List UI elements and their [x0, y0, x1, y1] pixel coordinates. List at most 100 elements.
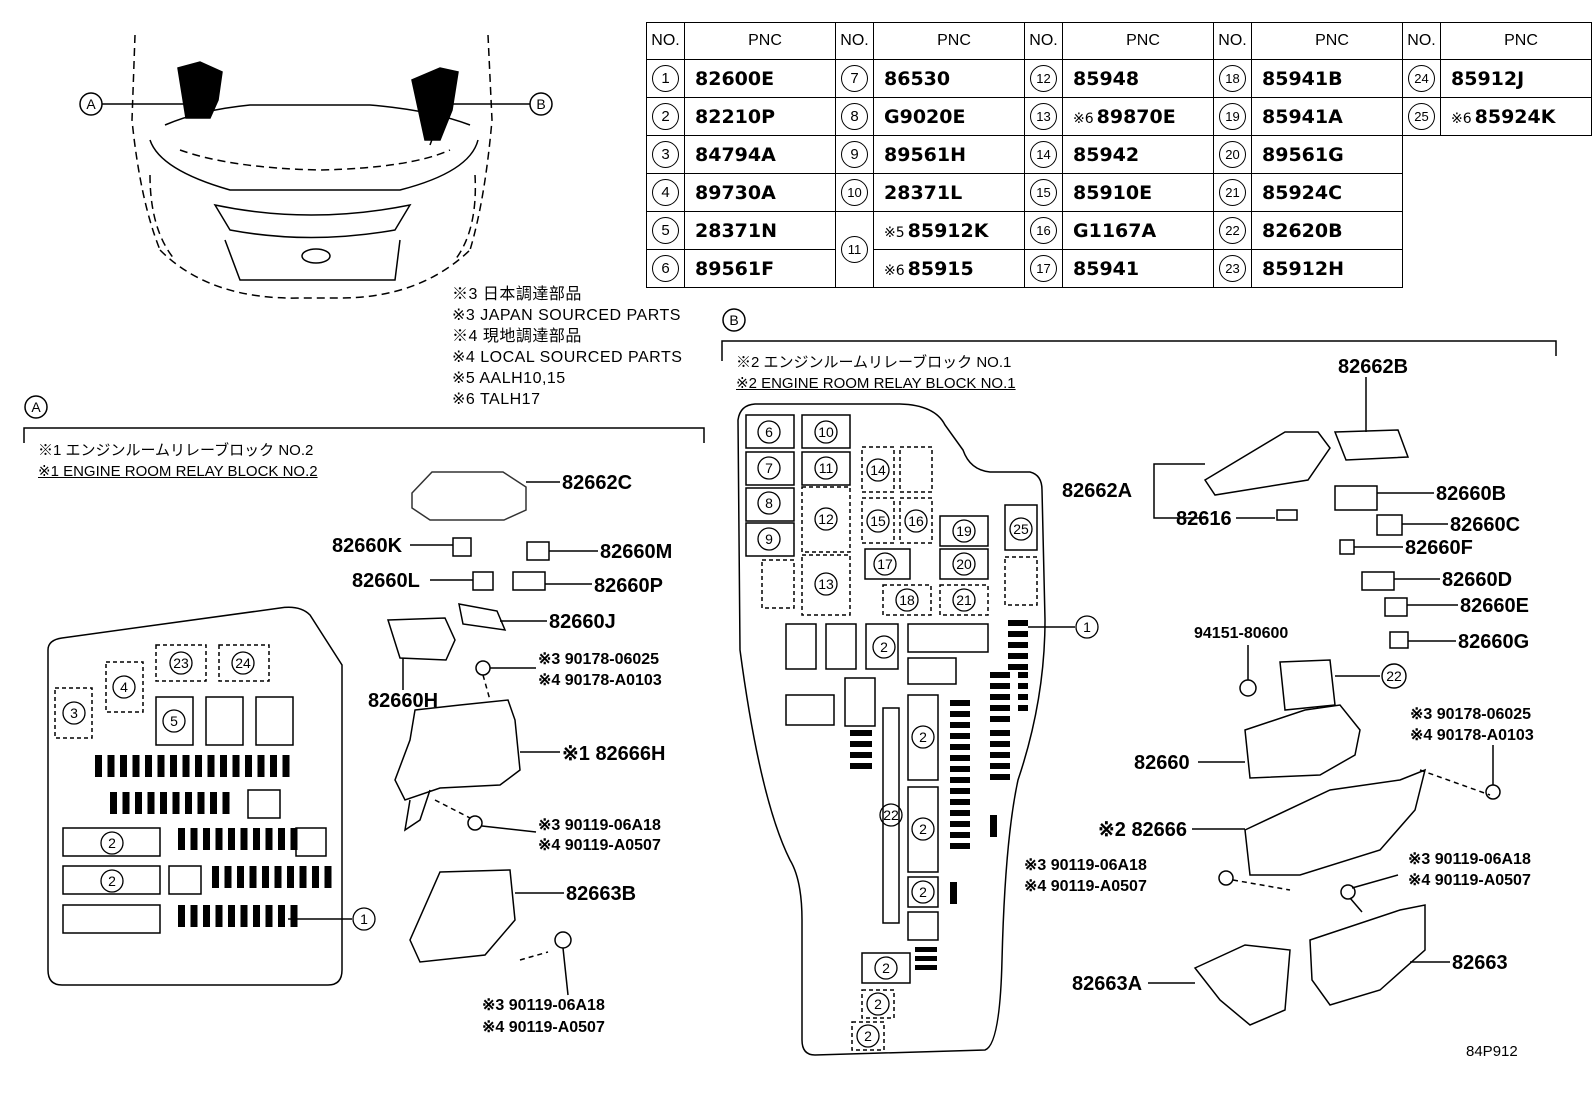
item-number-circle: 22	[1219, 217, 1246, 244]
position-label: 24	[235, 655, 251, 671]
fuse-slot	[1008, 664, 1028, 670]
relay-block-no2	[47, 606, 343, 986]
position-circle	[757, 456, 781, 480]
part-94151: 94151-80600	[1194, 625, 1288, 642]
position-label: 2	[919, 729, 927, 745]
position-circle	[62, 701, 86, 725]
position-circle	[872, 635, 896, 659]
position-label: 3	[70, 705, 78, 721]
table-cell-no: 14	[1024, 135, 1063, 174]
pnc-value: 28371N	[695, 219, 778, 242]
fuse-slot	[178, 828, 185, 850]
position-circle	[952, 519, 976, 543]
item-number-circle: 5	[652, 217, 679, 244]
part-82660: 82660	[1134, 752, 1190, 774]
item-number-circle: 1	[652, 65, 679, 92]
fuse-slot	[950, 722, 970, 728]
note-line: ※6 TALH17	[452, 391, 541, 408]
fuse-slot	[240, 905, 248, 927]
relay-block-no1	[737, 403, 1046, 1056]
fuse-slot	[990, 694, 1010, 700]
position-label: 2	[919, 884, 927, 900]
nut-a-line1: ※3 90178-06025	[538, 651, 659, 668]
pnc-value: G9020E	[884, 105, 966, 128]
table-cell-no: 17	[1024, 249, 1063, 288]
table-cell-pnc: 89561H	[873, 135, 1025, 174]
fuse-slot	[950, 766, 970, 772]
item-number-circle: 24	[1408, 65, 1435, 92]
note-line: ※5 AALH10,15	[452, 370, 566, 387]
pnc-value: 82210P	[695, 105, 776, 128]
position-label: 5	[170, 713, 178, 729]
position-label: 25	[1013, 521, 1029, 537]
fuse-slot	[290, 828, 298, 850]
table-cell-pnc: 85912H	[1251, 249, 1403, 288]
table-cell-pnc: 85910E	[1062, 173, 1214, 212]
table-cell-no: 4	[646, 173, 685, 212]
fuse-slot	[850, 730, 872, 736]
fuse-slot	[170, 755, 177, 777]
fuse-slot	[282, 755, 290, 777]
supply-mark: ※5	[884, 224, 905, 241]
fuse-slot	[232, 755, 240, 777]
pnc-value: 85942	[1073, 143, 1140, 166]
table-cell-no: 12	[1024, 59, 1063, 98]
table-cell-pnc: G1167A	[1062, 211, 1214, 250]
part-82662B: 82662B	[1338, 356, 1408, 378]
position-circle	[757, 491, 781, 515]
position-label: 21	[956, 592, 972, 608]
position-label: 8	[765, 495, 773, 511]
fuse-slot	[312, 866, 319, 888]
position-label: 2	[919, 821, 927, 837]
item-number-circle: 9	[841, 141, 868, 168]
item-number-circle: 8	[841, 103, 868, 130]
fuse-slot	[228, 828, 235, 850]
position-circle	[757, 420, 781, 444]
part-82662C: 82662C	[562, 472, 632, 494]
pnc-value: 82620B	[1262, 219, 1343, 242]
table-cell-no: 6	[646, 249, 685, 288]
part-82666: ※2 82666	[1098, 819, 1187, 841]
fuse-slot	[850, 763, 872, 769]
fuse-slot	[915, 965, 937, 970]
pnc-value: 85915	[907, 257, 974, 280]
table-cell-pnc: G9020E	[873, 97, 1025, 136]
fuse-slot	[253, 828, 260, 850]
table-cell-pnc: 89730A	[684, 173, 836, 212]
fuse-slot	[1018, 694, 1028, 700]
fuse-slot	[147, 792, 155, 814]
pnc-value: G1167A	[1073, 219, 1157, 242]
position-label: 1	[1083, 619, 1091, 635]
circle-22: 22	[1386, 668, 1402, 684]
pnc-value: 82600E	[695, 67, 775, 90]
position-circle	[814, 456, 838, 480]
fuse-slot	[224, 866, 232, 888]
bolt-bl-line2: ※4 90119-A0507	[1024, 878, 1147, 895]
table-cell-no: 23	[1213, 249, 1252, 288]
supply-mark: ※6	[1073, 110, 1094, 127]
fuse-slot	[1018, 683, 1028, 689]
bolt-bl-line1: ※3 90119-06A18	[1024, 857, 1147, 874]
fuse-slot	[950, 777, 970, 783]
position-label: 2	[108, 873, 116, 889]
position-circle	[169, 651, 193, 675]
position-circle	[814, 572, 838, 596]
fuse-slot	[990, 741, 1010, 747]
fuse-slot	[270, 755, 277, 777]
part-82660B: 82660B	[1436, 483, 1506, 505]
fuse-slot	[1008, 631, 1028, 637]
item-number-circle: 16	[1030, 217, 1057, 244]
part-82663: 82663	[1452, 952, 1508, 974]
fuse-slot	[950, 744, 970, 750]
position-label: 2	[874, 996, 882, 1012]
table-cell-pnc: 84794A	[684, 135, 836, 174]
position-circle	[100, 869, 124, 893]
position-label: 18	[899, 592, 915, 608]
item-number-circle: 17	[1030, 255, 1057, 282]
